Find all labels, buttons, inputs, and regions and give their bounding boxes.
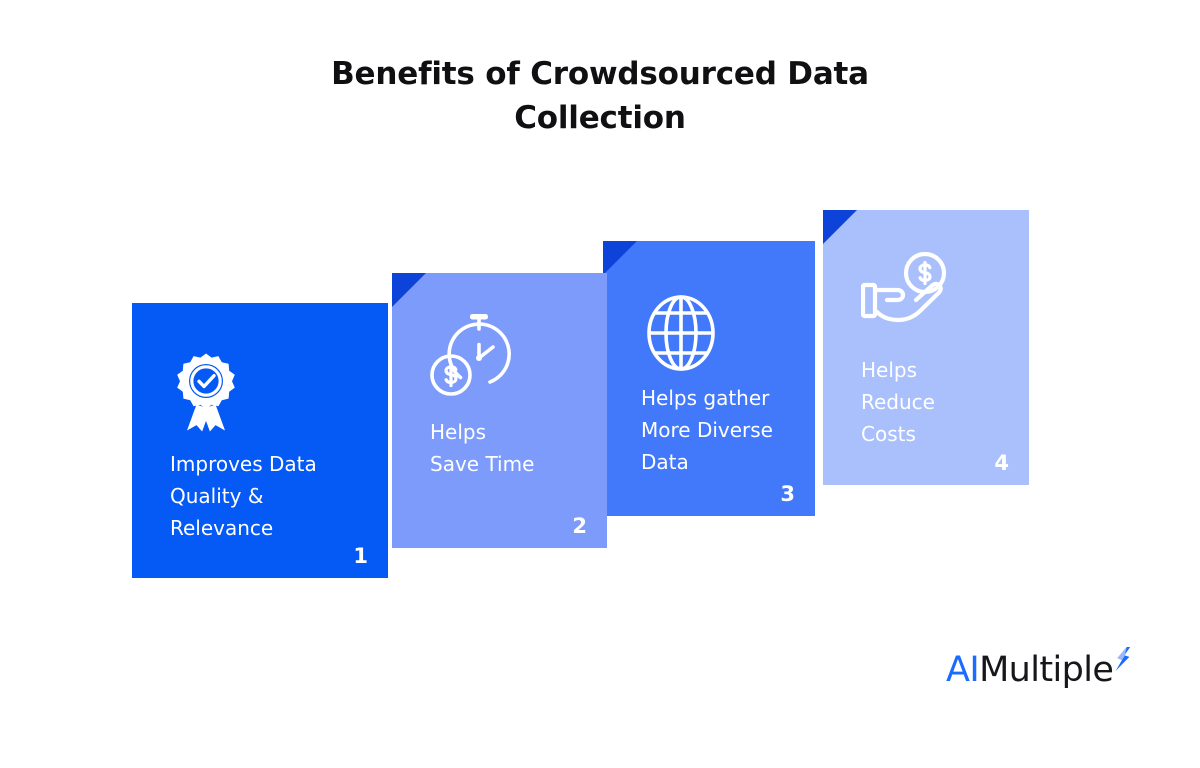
benefit-card-2-label: Helps Save Time <box>430 420 535 476</box>
benefit-card-3-label: Helps gather More Diverse Data <box>641 386 773 474</box>
benefit-card-2-number: 2 <box>572 514 587 538</box>
logo-wordmark: AIMultiple <box>946 649 1114 690</box>
page-title-line-2: Collection <box>514 100 686 136</box>
card-fold-corner-icon <box>823 210 857 244</box>
benefit-card-4[interactable]: Helps Reduce Costs 4 <box>823 210 1029 485</box>
card-fold-corner-icon <box>603 241 637 275</box>
hand-holding-dollar-icon <box>861 252 961 330</box>
benefit-card-1-number: 1 <box>353 544 368 568</box>
page-title-line-1: Benefits of Crowdsourced Data <box>331 56 869 92</box>
logo-multiple-text: Multiple <box>979 649 1114 690</box>
lightning-mark-icon <box>1114 646 1131 676</box>
page-title: Benefits of Crowdsourced Data Collection <box>300 52 900 140</box>
benefit-card-1-label: Improves Data Quality & Relevance <box>170 452 317 540</box>
award-ribbon-icon <box>170 351 242 433</box>
globe-icon <box>641 293 721 373</box>
benefit-card-4-label: Helps Reduce Costs <box>861 358 935 446</box>
stopwatch-dollar-icon <box>430 311 516 401</box>
card-fold-corner-icon <box>392 273 426 307</box>
aimultiple-logo[interactable]: AIMultiple <box>946 646 1131 692</box>
benefit-card-2[interactable]: Helps Save Time 2 <box>392 273 607 548</box>
benefit-card-4-number: 4 <box>994 451 1009 475</box>
benefit-card-3[interactable]: Helps gather More Diverse Data 3 <box>603 241 815 516</box>
benefit-card-1[interactable]: Improves Data Quality & Relevance 1 <box>132 303 388 578</box>
benefit-card-3-number: 3 <box>780 482 795 506</box>
logo-ai-text: AI <box>946 649 980 690</box>
